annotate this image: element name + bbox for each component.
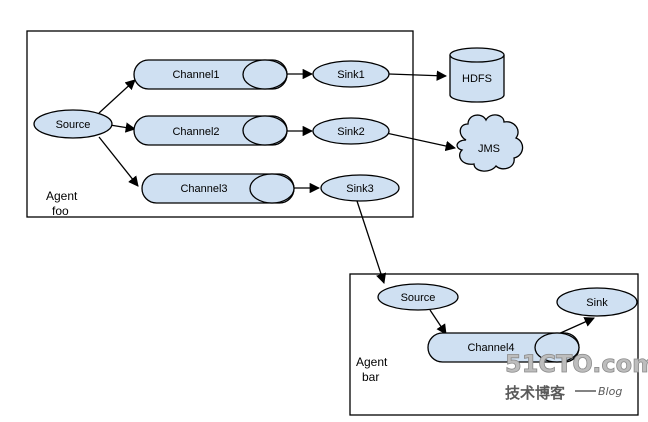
channel4-node [427, 332, 580, 363]
agent-bar-label-line2: bar [362, 370, 379, 384]
agent-foo-label-line1: Agent [46, 189, 78, 203]
sink2-node [312, 117, 390, 145]
sink-bar-label: Sink [586, 297, 608, 309]
source-foo-label: Source [56, 119, 91, 131]
hdfs-label: HDFS [462, 73, 492, 85]
channel1-node [133, 59, 288, 90]
edge-source-channel1 [98, 79, 136, 114]
edge-sink1-hdfs [388, 70, 448, 81]
jms-cloud-icon [456, 114, 524, 172]
channel4-label: Channel4 [467, 342, 514, 354]
channel2-node [133, 115, 288, 146]
jms-label: JMS [478, 143, 500, 155]
agent-bar-label-line1: Agent [356, 355, 388, 369]
watermark-blog: Blog [598, 385, 622, 398]
sink1-node [312, 60, 390, 88]
channel2-label: Channel2 [172, 126, 219, 138]
source-foo-node [33, 109, 113, 139]
sink1-label: Sink1 [337, 69, 365, 81]
hdfs-cylinder-icon [449, 47, 505, 103]
channel3-label: Channel3 [180, 183, 227, 195]
source-bar-node [377, 283, 459, 311]
channel3-node [141, 173, 295, 204]
agent-foo-label-line2: foo [52, 204, 69, 218]
edge-source-channel2 [109, 122, 137, 133]
agent-bar-frame [349, 273, 639, 416]
agent-foo-frame [26, 30, 414, 218]
watermark-sub: 技术博客 [505, 384, 566, 402]
edge-source-channel3 [98, 136, 139, 187]
edge-source-bar-channel4 [429, 309, 447, 335]
sink3-label: Sink3 [346, 183, 374, 195]
sink3-node [320, 174, 400, 202]
channel1-label: Channel1 [172, 69, 219, 81]
edge-sink2-jms [376, 130, 457, 152]
watermark-logo: 51CTO.com 技术博客 Blog [505, 350, 648, 402]
sink-bar-node [556, 287, 638, 317]
edge-sink3-source-bar [356, 200, 387, 284]
sink2-label: Sink2 [337, 126, 365, 138]
watermark-main: 51CTO.com [505, 350, 648, 378]
source-bar-label: Source [401, 292, 436, 304]
edge-channel4-sink [555, 317, 595, 336]
